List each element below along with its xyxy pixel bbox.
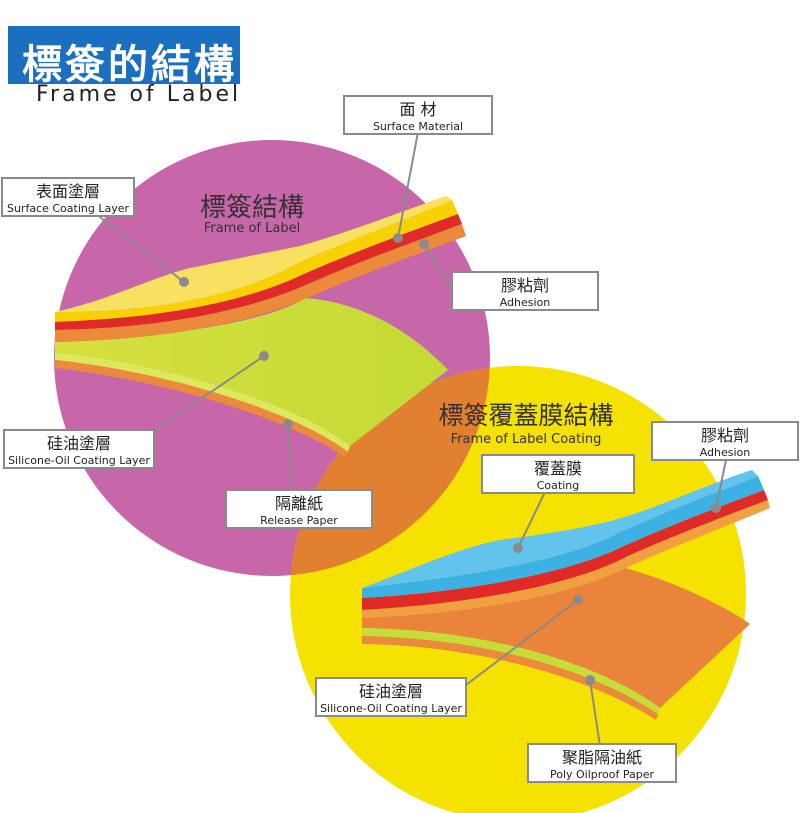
callout-adhesion-2: 膠粘劑 Adhesion [651, 421, 799, 461]
page-subtitle: Frame of Label [36, 82, 242, 107]
release-paper-edge [55, 360, 348, 458]
callout-silicone-oil-2: 硅油塗層 Silicone-Oil Coating Layer [315, 677, 467, 717]
svg-text:覆蓋膜: 覆蓋膜 [534, 459, 582, 478]
svg-text:隔離紙: 隔離紙 [275, 494, 323, 513]
diagram-label-title: 標簽結構 [200, 193, 304, 223]
coating-layer [362, 476, 764, 598]
svg-text:聚脂隔油紙: 聚脂隔油紙 [562, 748, 642, 767]
coating-top [362, 470, 758, 588]
callout-coating: 覆蓋膜 Coating [481, 454, 635, 494]
svg-text:面 材: 面 材 [399, 100, 436, 119]
coating-layers [362, 470, 770, 720]
svg-text:Surface Material: Surface Material [373, 120, 463, 133]
svg-text:Coating: Coating [537, 479, 579, 492]
silicone-oil-layer-2 [362, 628, 660, 714]
poly-paper-layer [362, 562, 750, 708]
svg-text:Release Paper: Release Paper [260, 514, 338, 527]
surface-coating-top [55, 196, 452, 312]
diagram-coating-title: 標簽覆蓋膜結構 [438, 401, 613, 430]
svg-text:Adhesion: Adhesion [500, 296, 551, 309]
callout-surface-coating: 表面塗層 Surface Coating Layer [1, 177, 135, 217]
silicone-oil-layer [55, 352, 350, 452]
svg-text:Surface Coating Layer: Surface Coating Layer [7, 202, 130, 215]
svg-text:膠粘劑: 膠粘劑 [501, 276, 549, 295]
poly-paper-edge [362, 636, 658, 720]
adhesion-layer-2 [362, 490, 768, 610]
svg-text:膠粘劑: 膠粘劑 [701, 426, 749, 445]
svg-text:Adhesion: Adhesion [700, 446, 751, 459]
diagram-coating-subtitle: Frame of Label Coating [451, 432, 602, 447]
page-title: 標簽的結構 [22, 42, 237, 88]
svg-text:表面塗層: 表面塗層 [36, 182, 100, 201]
release-paper-layer [55, 298, 448, 446]
svg-text:硅油塗層: 硅油塗層 [359, 682, 423, 701]
leader-lines [95, 131, 727, 747]
svg-text:Silicone-Oil Coating Layer: Silicone-Oil Coating Layer [320, 702, 462, 715]
svg-text:硅油塗層: 硅油塗層 [47, 434, 111, 453]
header-banner [8, 26, 240, 84]
leader-dots [179, 233, 721, 685]
label-layers [55, 196, 466, 458]
callout-release-paper: 隔離紙 Release Paper [225, 489, 373, 529]
callout-poly-paper: 聚脂隔油紙 Poly Oilproof Paper [527, 743, 677, 783]
svg-text:Silicone-Oil Coating Layer: Silicone-Oil Coating Layer [8, 454, 150, 467]
callout-adhesion: 膠粘劑 Adhesion [451, 271, 599, 311]
adhesion-layer [55, 224, 466, 342]
callout-silicone-oil: 硅油塗層 Silicone-Oil Coating Layer [3, 429, 155, 469]
circle-overlap [290, 366, 490, 576]
callout-surface-material: 面 材 Surface Material [343, 95, 493, 135]
diagram-label-subtitle: Frame of Label [204, 221, 300, 236]
svg-text:Poly Oilproof Paper: Poly Oilproof Paper [550, 768, 655, 781]
